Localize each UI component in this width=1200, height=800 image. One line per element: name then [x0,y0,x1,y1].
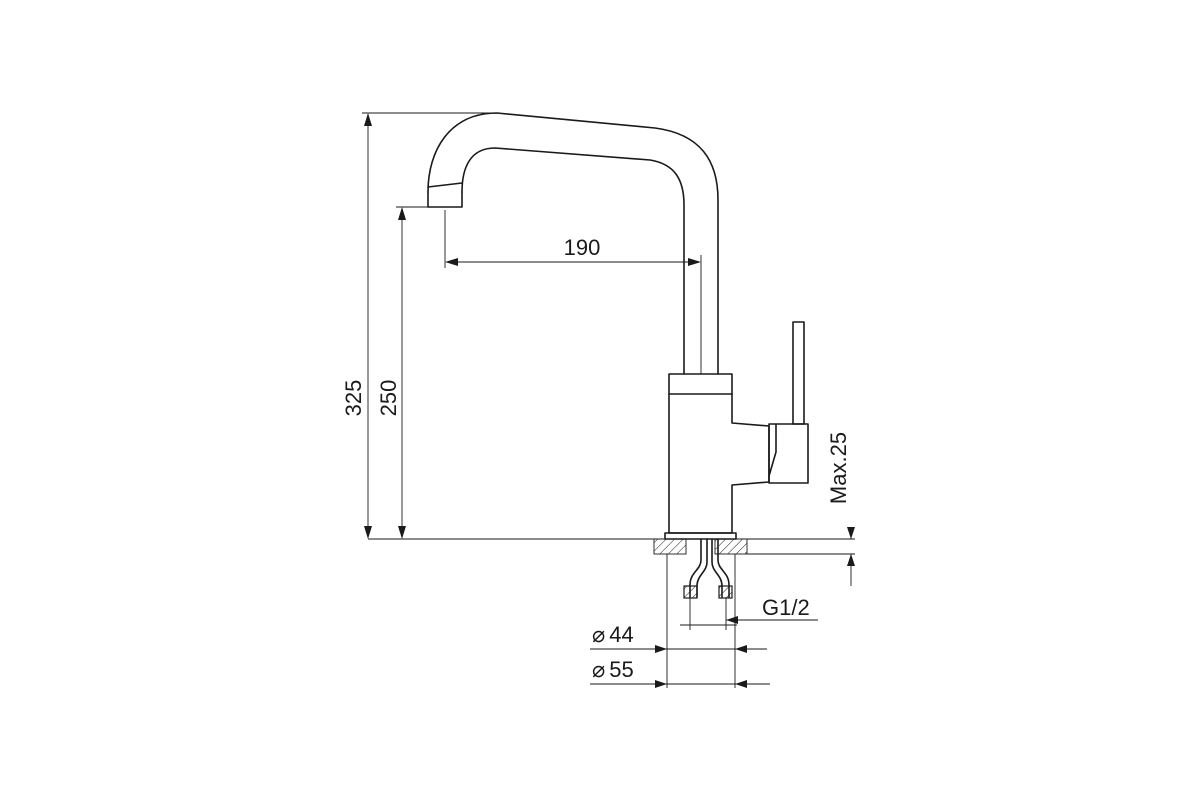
faucet-outline [427,112,809,540]
dim-total-height: 325 [341,112,497,539]
spout-outer [427,112,719,375]
hose-fitting-right [718,585,733,599]
dim-dia-55: ⌀55 [590,657,770,688]
body-collar [668,373,733,395]
counter-hatch-right [714,538,748,555]
hose-right-inner [717,538,730,598]
handle-lever [792,321,805,425]
dim-total-height-label: 325 [341,380,366,417]
dim-thread-label: G1/2 [762,595,810,620]
spout-inner [461,147,685,375]
dim-dia-44: ⌀44 [590,622,767,653]
spout-aerator [427,182,463,208]
hose-fitting-left [683,585,698,599]
dim-reach-label: 190 [564,235,601,260]
base-flange [664,532,737,540]
faucet-body [668,393,770,534]
dim-spout-height: 250 [376,206,428,539]
dim-max-counter-label: Max.25 [826,432,851,504]
handle-hub [768,423,809,484]
counter-hatch-left [653,538,687,555]
dim-dia-44-label: ⌀44 [592,622,634,647]
dim-reach: 190 [444,210,702,374]
dim-thread: G1/2 [726,595,818,624]
dim-spout-height-label: 250 [376,380,401,417]
dim-max-counter: Max.25 [826,432,855,586]
hose-left [689,538,702,598]
dim-dia-55-label: ⌀55 [592,657,634,682]
